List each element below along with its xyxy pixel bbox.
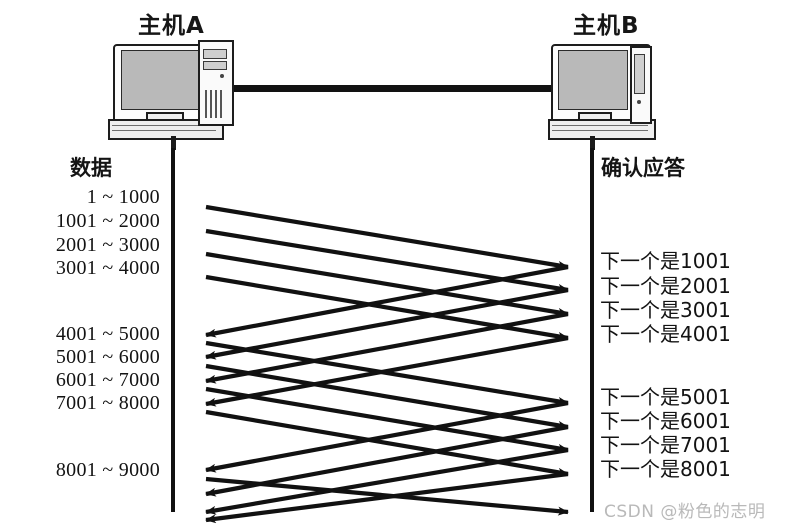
host-a-vent [215, 90, 217, 118]
ack-4001-arrow [205, 335, 569, 407]
ack-message-label: 下一个是7001 [600, 433, 731, 457]
host-a-screen [121, 50, 207, 110]
host-b-drive-slot [634, 54, 645, 94]
ack-message-label: 下一个是6001 [600, 409, 731, 433]
segment-5001-6000-arrow [205, 363, 569, 430]
host-a-keyboard-row [112, 125, 216, 126]
ack-5001-arrow [205, 400, 569, 473]
host-a-keyboard-row [112, 130, 216, 131]
data-segment-label: 7001 ~ 8000 [55, 392, 160, 414]
ack-message-label: 下一个是1001 [600, 249, 731, 273]
ack-message-label: 下一个是4001 [600, 322, 731, 346]
ack-3001-arrow [205, 311, 569, 384]
host-b-keyboard-row [552, 130, 648, 131]
ack-8001-arrow [205, 471, 569, 524]
data-segment-label: 2001 ~ 3000 [55, 234, 160, 256]
ack-1001-arrow [205, 264, 569, 338]
data-segment-label: 8001 ~ 9000 [55, 459, 160, 481]
ack-7001-arrow [205, 447, 569, 515]
host-b-timeline-stub [590, 136, 595, 150]
host-b-keyboard [548, 119, 656, 140]
data-segment-label: 4001 ~ 5000 [55, 323, 160, 345]
data-column-header: 数据 [70, 156, 112, 180]
host-b-screen [558, 50, 628, 110]
host-a-power-button [220, 74, 224, 78]
segment-3001-4000-arrow [205, 274, 569, 341]
data-segment-label: 5001 ~ 6000 [55, 346, 160, 368]
host-a-drive-slot [203, 49, 227, 59]
ack-arrow-group [205, 264, 569, 524]
data-segment-label: 3001 ~ 4000 [55, 257, 160, 279]
ack-message-label: 下一个是8001 [600, 457, 731, 481]
host-b-keyboard-row [552, 125, 648, 126]
host-a-vent [205, 90, 207, 118]
ack-6001-arrow [205, 424, 569, 497]
data-segment-label: 1 ~ 1000 [86, 186, 160, 208]
host-b-title: 主机B [573, 13, 640, 39]
ack-message-label: 下一个是5001 [600, 385, 731, 409]
host-a-keyboard [108, 119, 224, 140]
host-a-vent [220, 90, 222, 118]
host-a-drive-slot [203, 61, 227, 70]
segment-7001-8000-arrow [205, 409, 569, 477]
ack-column-header: 确认应答 [601, 156, 685, 180]
segment-2001-3000-arrow [205, 251, 569, 317]
csdn-watermark: CSDN @粉色的志明 [604, 502, 766, 522]
host-a-title: 主机A [138, 13, 205, 39]
data-segment-label: 1001 ~ 2000 [55, 210, 160, 232]
ack-2001-arrow [205, 287, 569, 360]
ack-message-label: 下一个是3001 [600, 298, 731, 322]
segment-1001-2000-arrow [205, 228, 569, 293]
segment-1-1000-arrow [205, 204, 569, 270]
host-a-timeline [171, 148, 175, 512]
host-b-power-button [637, 100, 641, 104]
host-a-timeline-stub [171, 136, 176, 150]
data-segment-label: 6001 ~ 7000 [55, 369, 160, 391]
ack-message-label: 下一个是2001 [600, 274, 731, 298]
host-b-timeline [590, 148, 594, 512]
data-arrow-group [205, 204, 569, 516]
host-a-vent [210, 90, 212, 118]
network-cable [222, 85, 570, 92]
